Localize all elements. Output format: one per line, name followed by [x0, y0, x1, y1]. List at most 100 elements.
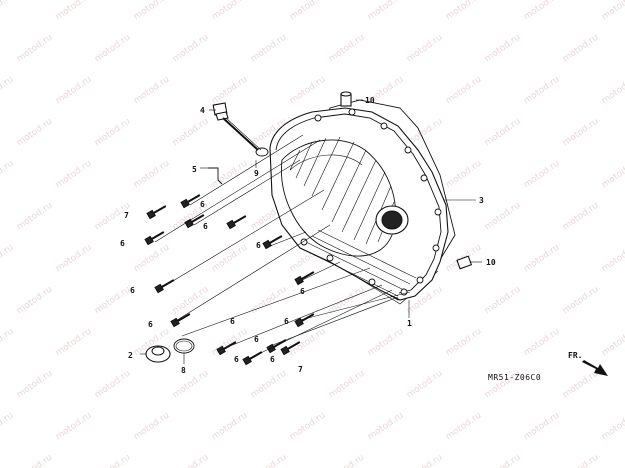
- watermark-text: motod.ru: [600, 411, 625, 443]
- clutch-cover: [269, 107, 449, 301]
- front-direction-indicator: FR.: [568, 351, 608, 376]
- watermark-text: motod.ru: [0, 411, 16, 443]
- watermark-text: motod.ru: [483, 33, 523, 65]
- dowel-pin-top: [340, 91, 352, 107]
- callout-6-i: 6: [284, 317, 289, 326]
- watermark-text: motod.ru: [600, 327, 625, 359]
- callout-6-h: 6: [230, 317, 235, 326]
- flange-bolt: [294, 313, 315, 328]
- watermark-text: motod.ru: [561, 369, 601, 401]
- watermark-text: motod.ru: [132, 243, 172, 275]
- callout-10-top: 10: [365, 96, 375, 105]
- flange-bolt: [280, 341, 301, 356]
- watermark-text: motod.ru: [288, 0, 328, 22]
- watermark-text: motod.ru: [405, 453, 445, 468]
- watermark-text: motod.ru: [327, 369, 367, 401]
- watermark-text: motod.ru: [93, 33, 133, 65]
- watermark-text: motod.ru: [561, 285, 601, 317]
- watermark-text: motod.ru: [366, 0, 406, 22]
- watermark-text: motod.ru: [15, 453, 55, 468]
- callout-4: 4: [200, 106, 205, 115]
- watermark-text: motod.ru: [327, 453, 367, 468]
- watermark-text: motod.ru: [0, 159, 16, 191]
- dowel-pin-right: [456, 255, 473, 270]
- watermark-text: motod.ru: [0, 0, 16, 22]
- watermark-text: motod.ru: [366, 411, 406, 443]
- callout-6-f: 6: [300, 287, 305, 296]
- flange-bolt: [242, 351, 263, 366]
- watermark-text: motod.ru: [54, 327, 94, 359]
- watermark-text: motod.ru: [483, 117, 523, 149]
- flange-bolt: [144, 231, 165, 246]
- callout-6-g: 6: [148, 320, 153, 329]
- callout-6-k: 6: [234, 355, 239, 364]
- flange-bolt: [146, 205, 167, 220]
- watermark-text: motod.ru: [405, 369, 445, 401]
- callout-6-a: 6: [200, 200, 205, 209]
- callout-6-e: 6: [130, 286, 135, 295]
- watermark-text: motod.ru: [93, 369, 133, 401]
- oil-filler-cap: [212, 102, 262, 151]
- watermark-text: motod.ru: [522, 243, 562, 275]
- o-ring-9: [255, 147, 269, 157]
- watermark-text: motod.ru: [444, 327, 484, 359]
- watermark-text: motod.ru: [522, 411, 562, 443]
- flange-bolt-holes: [300, 108, 442, 296]
- watermark-text: motod.ru: [561, 201, 601, 233]
- watermark-text: motod.ru: [522, 75, 562, 107]
- watermark-text: motod.ru: [132, 411, 172, 443]
- timing-plug: [145, 345, 171, 363]
- watermark-text: motod.ru: [405, 33, 445, 65]
- flange-bolt: [226, 215, 247, 230]
- flange-bolt: [184, 214, 205, 229]
- leader-lines: [140, 99, 482, 364]
- watermark-text: motod.ru: [132, 0, 172, 22]
- watermark-text: motod.ru: [210, 159, 250, 191]
- watermark-text: motod.ru: [444, 75, 484, 107]
- watermark-text: motod.ru: [210, 243, 250, 275]
- watermark-text: motod.ru: [483, 285, 523, 317]
- watermark-text: motod.ru: [210, 327, 250, 359]
- watermark-text: motod.ru: [171, 33, 211, 65]
- watermark-text: motod.ru: [54, 159, 94, 191]
- flange-bolt: [262, 235, 283, 250]
- callout-7-bottom: 7: [298, 365, 303, 374]
- flange-bolt: [170, 313, 191, 328]
- watermark-text: motod.ru: [132, 75, 172, 107]
- watermark-text: motod.ru: [249, 369, 289, 401]
- watermark-text: motod.ru: [15, 369, 55, 401]
- watermark-text: motod.ru: [93, 117, 133, 149]
- watermark-text: motod.ru: [171, 117, 211, 149]
- watermark-text: motod.ru: [249, 33, 289, 65]
- front-label: FR.: [568, 351, 582, 360]
- watermark-text: motod.ru: [249, 285, 289, 317]
- watermark-text: motod.ru: [15, 285, 55, 317]
- callout-7-top: 7: [124, 211, 129, 220]
- watermark-text: motod.ru: [327, 33, 367, 65]
- watermark-text: motod.ru: [561, 33, 601, 65]
- watermark-text: motod.ru: [210, 411, 250, 443]
- watermark-text: motod.ru: [444, 0, 484, 22]
- watermark-text: motod.ru: [54, 411, 94, 443]
- watermark-text: motod.ru: [288, 411, 328, 443]
- watermark-text: motod.ru: [483, 453, 523, 468]
- callout-5: 5: [192, 165, 197, 174]
- callout-6-c: 6: [120, 239, 125, 248]
- watermark-text: motod.ru: [54, 75, 94, 107]
- callout-10-right: 10: [486, 258, 496, 267]
- watermark-text: motod.ru: [522, 327, 562, 359]
- watermark-text: motod.ru: [561, 117, 601, 149]
- watermark-text: motod.ru: [561, 453, 601, 468]
- front-arrow-icon: [582, 360, 608, 376]
- callout-labels: 4 10 5 9 3 10 1 7 6 6 6 6 6 6 6 6 6 6 6 …: [120, 96, 496, 375]
- flange-bolt: [154, 279, 175, 294]
- watermark-text: motod.ru: [132, 159, 172, 191]
- watermark-text: motod.ru: [54, 243, 94, 275]
- watermark-text: motod.ru: [249, 453, 289, 468]
- callout-8: 8: [181, 366, 186, 375]
- callout-6-d: 6: [256, 241, 261, 250]
- callout-1: 1: [407, 319, 412, 328]
- flange-bolt: [180, 194, 201, 209]
